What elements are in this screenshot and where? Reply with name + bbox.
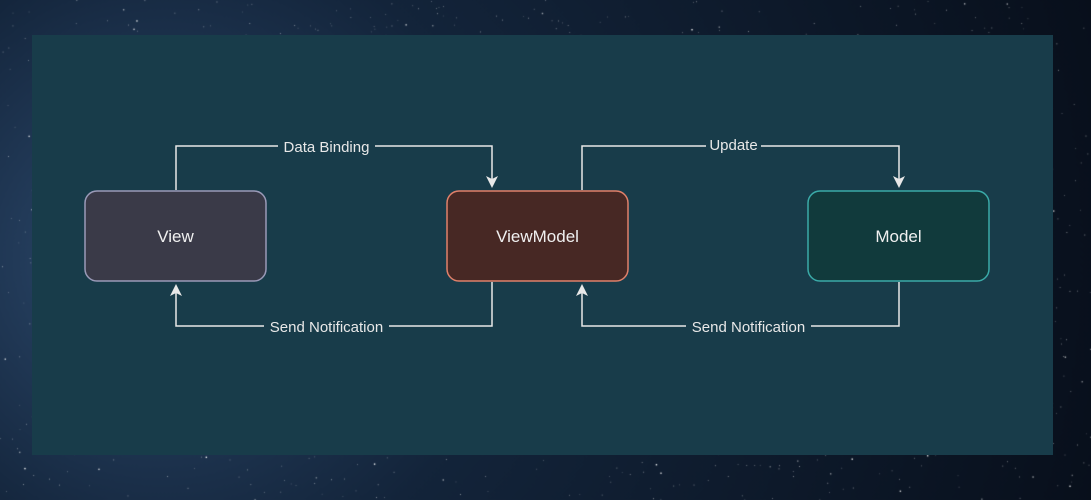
view-box[interactable] bbox=[84, 190, 267, 282]
edge-send-notification-view: Send Notification bbox=[170, 282, 493, 336]
edge-label-bg bbox=[264, 317, 389, 335]
node-model[interactable]: Model bbox=[807, 190, 990, 282]
edge-send-notification-viewmodel: Send Notification bbox=[576, 282, 900, 336]
edge-update: Update bbox=[581, 135, 905, 190]
edge-label-bg bbox=[686, 317, 811, 335]
edge-label-bg bbox=[278, 137, 375, 155]
node-view[interactable]: View bbox=[84, 190, 267, 282]
send-notification-viewmodel-label: Send Notification bbox=[692, 319, 805, 336]
edge-label-bg bbox=[706, 135, 761, 153]
model-box[interactable] bbox=[807, 190, 990, 282]
viewmodel-label: ViewModel bbox=[496, 227, 579, 246]
model-label: Model bbox=[875, 227, 921, 246]
data-binding-label: Data Binding bbox=[284, 139, 370, 156]
edge-data-binding: Data Binding bbox=[175, 137, 498, 190]
view-label: View bbox=[157, 227, 194, 246]
viewmodel-box[interactable] bbox=[446, 190, 629, 282]
update-label: Update bbox=[709, 137, 757, 154]
node-viewmodel[interactable]: ViewModel bbox=[446, 190, 629, 282]
send-notification-view-label: Send Notification bbox=[270, 319, 383, 336]
